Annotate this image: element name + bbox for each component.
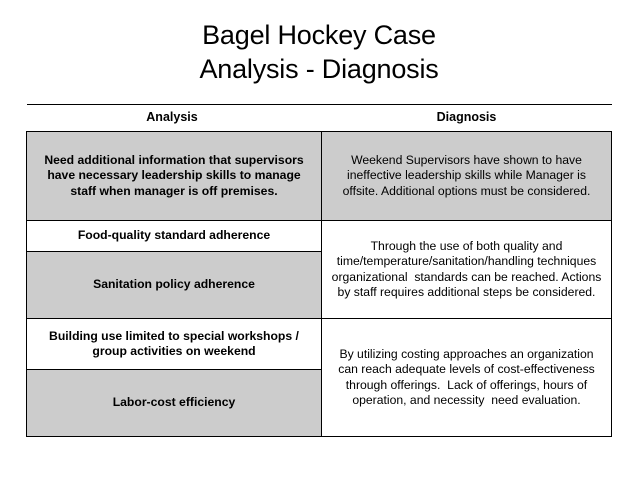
analysis-cell-3-text: Sanitation policy adherence <box>93 277 255 292</box>
analysis-diagnosis-table-wrapper: Analysis Diagnosis Need additional infor… <box>26 104 612 437</box>
table-row: Labor-cost efficiency <box>26 369 612 437</box>
diagnosis-cell-2: Through the use of both quality and time… <box>321 220 612 319</box>
analysis-cell-4: Building use limited to special workshop… <box>26 318 322 370</box>
diagnosis-cell-2-text: Through the use of both quality and time… <box>331 238 605 300</box>
analysis-cell-1-text: Need additional information that supervi… <box>44 152 308 198</box>
analysis-diagnosis-table: Analysis Diagnosis Need additional infor… <box>26 104 612 437</box>
column-header-diagnosis: Diagnosis <box>321 104 612 132</box>
table-row: Sanitation policy adherence <box>26 251 612 319</box>
title-line-2: Analysis - Diagnosis <box>199 54 439 84</box>
diagnosis-cell-1: Weekend Supervisors have shown to have i… <box>321 131 612 221</box>
table-header-row: Analysis Diagnosis <box>26 104 612 132</box>
table-row: Need additional information that supervi… <box>26 131 612 221</box>
analysis-cell-1: Need additional information that supervi… <box>26 131 322 221</box>
page-title: Bagel Hockey Case Analysis - Diagnosis <box>0 18 638 86</box>
analysis-cell-5-text: Labor-cost efficiency <box>112 395 236 410</box>
title-line-1: Bagel Hockey Case <box>202 20 436 50</box>
analysis-cell-3: Sanitation policy adherence <box>26 251 322 319</box>
column-header-analysis: Analysis <box>26 104 322 132</box>
diagnosis-cell-3-text: By utilizing costing approaches an organ… <box>338 346 599 408</box>
analysis-cell-2-text: Food-quality standard adherence <box>77 228 271 243</box>
table-row: Food-quality standard adherence Through … <box>26 220 612 319</box>
diagnosis-cell-1-text: Weekend Supervisors have shown to have i… <box>342 152 591 198</box>
diagnosis-cell-3: By utilizing costing approaches an organ… <box>321 318 612 437</box>
analysis-cell-4-text: Building use limited to special workshop… <box>49 328 303 359</box>
analysis-cell-2: Food-quality standard adherence <box>26 220 322 252</box>
table-row: Building use limited to special workshop… <box>26 318 612 437</box>
analysis-cell-5: Labor-cost efficiency <box>26 369 322 437</box>
